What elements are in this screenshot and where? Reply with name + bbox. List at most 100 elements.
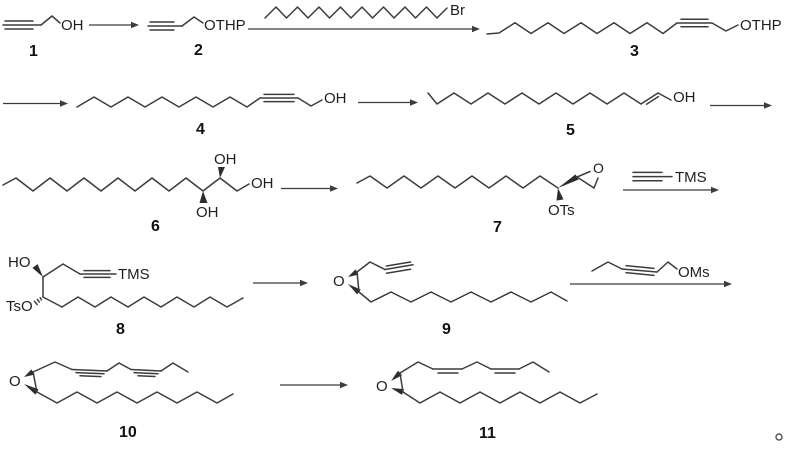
compound-11-diene-epoxide: O 11 [376,361,598,442]
arrow-3-to-4 [3,100,68,107]
hashed-wedge-bond-tso [33,296,43,306]
wedge-bond-to-ots [556,188,564,201]
bond [356,271,360,293]
wedge-bond-epoxide-bottom [348,284,361,295]
compound-2-propargyl-othp: OTHP 2 [147,16,246,59]
alkyl-chain [402,391,598,404]
wedge-bond-epoxide-top [24,369,35,377]
compound-5-alkenol: OH 5 [427,89,696,139]
wedge-bond-oh-down [199,191,208,203]
othp-label: OTHP [204,17,246,34]
wedge-bond-epoxide-bottom [391,388,404,395]
epoxide-oxygen-label: O [376,378,388,395]
othp-label: OTHP [740,17,782,34]
triple-bond [632,171,673,182]
bond [657,92,672,101]
wedge-bond-ho [32,264,43,277]
compound-number: 3 [630,43,639,60]
triple-bond [147,21,183,31]
bond [591,261,623,272]
bond [399,372,404,393]
epoxide-oxygen-label: O [333,273,345,290]
bond [181,16,204,27]
compound-4-alkynol: OH 4 [76,90,347,138]
bond [297,97,323,107]
bond [160,362,189,373]
arrow-5-to-6 [710,102,772,109]
epoxide-ring [576,170,599,189]
compound-8-tms-alkyne-diol-tosylate: HO TMS TsO 8 [6,254,244,338]
compound-number: 2 [194,42,203,59]
tosylate-label: OTs [548,202,575,219]
wedge-bond-oh-up [218,167,225,178]
hydroxyl-label-right: OH [251,175,274,192]
tms-label: TMS [675,169,707,186]
bond [42,296,63,308]
compound-7-tosylate-epoxide: O OTs 7 [356,160,604,236]
alkyl-chain [486,22,678,35]
bond [32,361,73,373]
wedge-bond-epoxide-bottom [24,384,39,395]
bond [42,263,81,278]
compound-number: 10 [119,424,137,441]
wedge-bond-epoxide-top [391,370,402,381]
alkyl-chain [356,175,559,189]
triple-bond [79,269,117,279]
compound-6-triol: OH OH OH 6 [2,151,274,235]
hydroxyl-label: HO [8,254,31,271]
double-bond-line [645,95,660,105]
arrow-2-to-3 [248,25,480,33]
bond [40,15,61,26]
triple-bond [384,261,414,274]
bond [518,361,550,373]
arrow-4-to-5 [358,99,418,106]
arrow-10-to-11 [280,381,348,389]
hydroxyl-label: OH [673,89,696,106]
tms-label: TMS [118,266,150,283]
hydroxyl-label: OH [61,17,84,34]
cis-double-bond-2 [490,368,520,374]
arrow-6-to-7 [281,185,338,192]
bond [656,261,678,273]
compound-number: 6 [151,218,160,235]
cis-double-bond-1 [432,368,463,374]
bond [711,22,739,32]
compound-number: 8 [116,321,125,338]
bond [399,361,434,374]
alkyl-chain [76,96,261,108]
compound-number: 1 [29,43,38,60]
bond [461,361,492,370]
alkyl-chain [264,6,448,19]
reagent-tms-acetylene: TMS [632,169,707,186]
alkyl-chain [358,291,568,303]
alkyl-chain [36,391,234,404]
compound-3-alkynyl-othp: OTHP 3 [486,17,782,60]
wedge-bond-to-epoxide [558,174,579,188]
compound-10-diyne-epoxide: O 10 [9,361,234,441]
arrow-8-to-9 [253,279,308,287]
reagent-alkyl-bromide: Br [264,2,465,19]
bond [356,261,386,273]
bond [32,371,38,393]
compound-1-propargyl-alcohol: OH 1 [2,15,84,60]
triple-bond [2,20,42,30]
compound-number: 7 [493,219,502,236]
reagent-pentynyl-mesylate: OMs [591,261,710,281]
compound-9-propargyl-epoxide: O 9 [333,261,568,338]
bond [106,362,132,372]
stray-circle-mark [775,433,783,441]
compound-number: 4 [196,121,205,138]
alkyl-chain [61,296,244,308]
triple-bond [621,264,658,277]
compound-number: 11 [479,425,496,442]
wedge-bond-epoxide-top [348,269,359,277]
triple-bond [676,18,713,28]
triple-bond-2 [130,368,162,378]
epoxide-oxygen-label: O [9,373,21,390]
alkyl-chain [2,177,250,192]
triple-bond-1 [71,368,108,378]
triple-bond [259,93,299,103]
hydroxyl-label-bottom: OH [196,204,219,221]
